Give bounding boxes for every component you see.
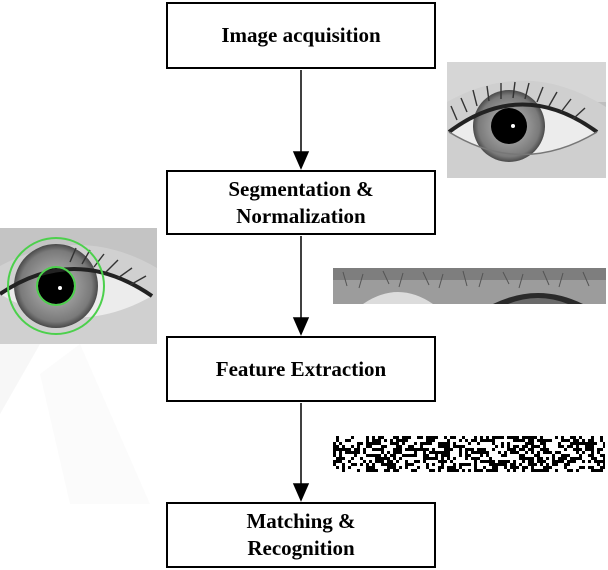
arrow-head: [292, 151, 310, 170]
background-triangle: [0, 344, 150, 504]
step-label-line: Normalization: [236, 203, 366, 228]
normalized-iris-strip-icon: [333, 268, 606, 304]
step-feature-extraction: Feature Extraction: [166, 336, 436, 402]
arrow-head: [292, 317, 310, 336]
eye-photo-icon: [447, 62, 606, 178]
step-image-acquisition: Image acquisition: [166, 2, 436, 69]
step-segmentation-normalization: Segmentation & Normalization: [166, 170, 436, 235]
step-label-line: Feature Extraction: [215, 356, 387, 381]
arrow-head: [292, 483, 310, 502]
step-label-line: Image acquisition: [221, 23, 381, 47]
step-label-line: Matching &: [246, 509, 356, 533]
step-label-line: Recognition: [247, 536, 355, 560]
step-label-line: Segmentation &: [228, 176, 374, 201]
step-matching-recognition: Matching & Recognition: [166, 502, 436, 568]
iris-code-pattern-icon: [333, 436, 605, 472]
segmented-eye-icon: [0, 228, 157, 344]
